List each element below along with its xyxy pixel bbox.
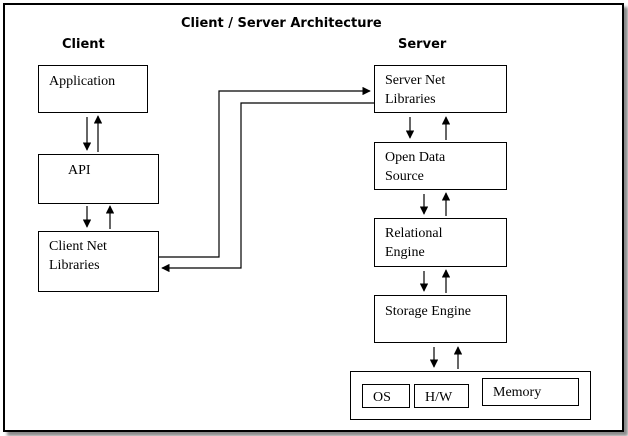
client-heading: Client — [62, 37, 105, 52]
relational-engine-box: Relational Engine — [374, 218, 507, 267]
application-box: Application — [38, 65, 148, 113]
memory-label: Memory — [493, 385, 542, 400]
application-label: Application — [49, 74, 116, 89]
arrow-server-to-client — [161, 102, 374, 273]
diagram-title: Client / Server Architecture — [181, 16, 382, 31]
client-net-libraries-label: Client Net Libraries — [49, 239, 107, 273]
api-box: API — [38, 154, 159, 204]
open-data-source-box: Open Data Source — [374, 142, 507, 190]
os-label: OS — [373, 390, 391, 405]
storage-engine-box: Storage Engine — [374, 295, 507, 343]
storage-engine-label: Storage Engine — [385, 304, 471, 319]
api-label: API — [68, 163, 91, 178]
hw-box: H/W — [414, 384, 469, 408]
open-data-source-label: Open Data Source — [385, 150, 446, 184]
os-box: OS — [362, 384, 410, 408]
arrow-client-to-server — [159, 86, 371, 258]
server-net-libraries-label: Server Net Libraries — [385, 73, 446, 107]
server-heading: Server — [398, 37, 447, 52]
server-net-libraries-box: Server Net Libraries — [374, 65, 507, 113]
memory-box: Memory — [482, 378, 579, 406]
client-net-libraries-box: Client Net Libraries — [38, 231, 159, 292]
hw-label: H/W — [425, 390, 453, 405]
relational-engine-label: Relational Engine — [385, 226, 443, 260]
